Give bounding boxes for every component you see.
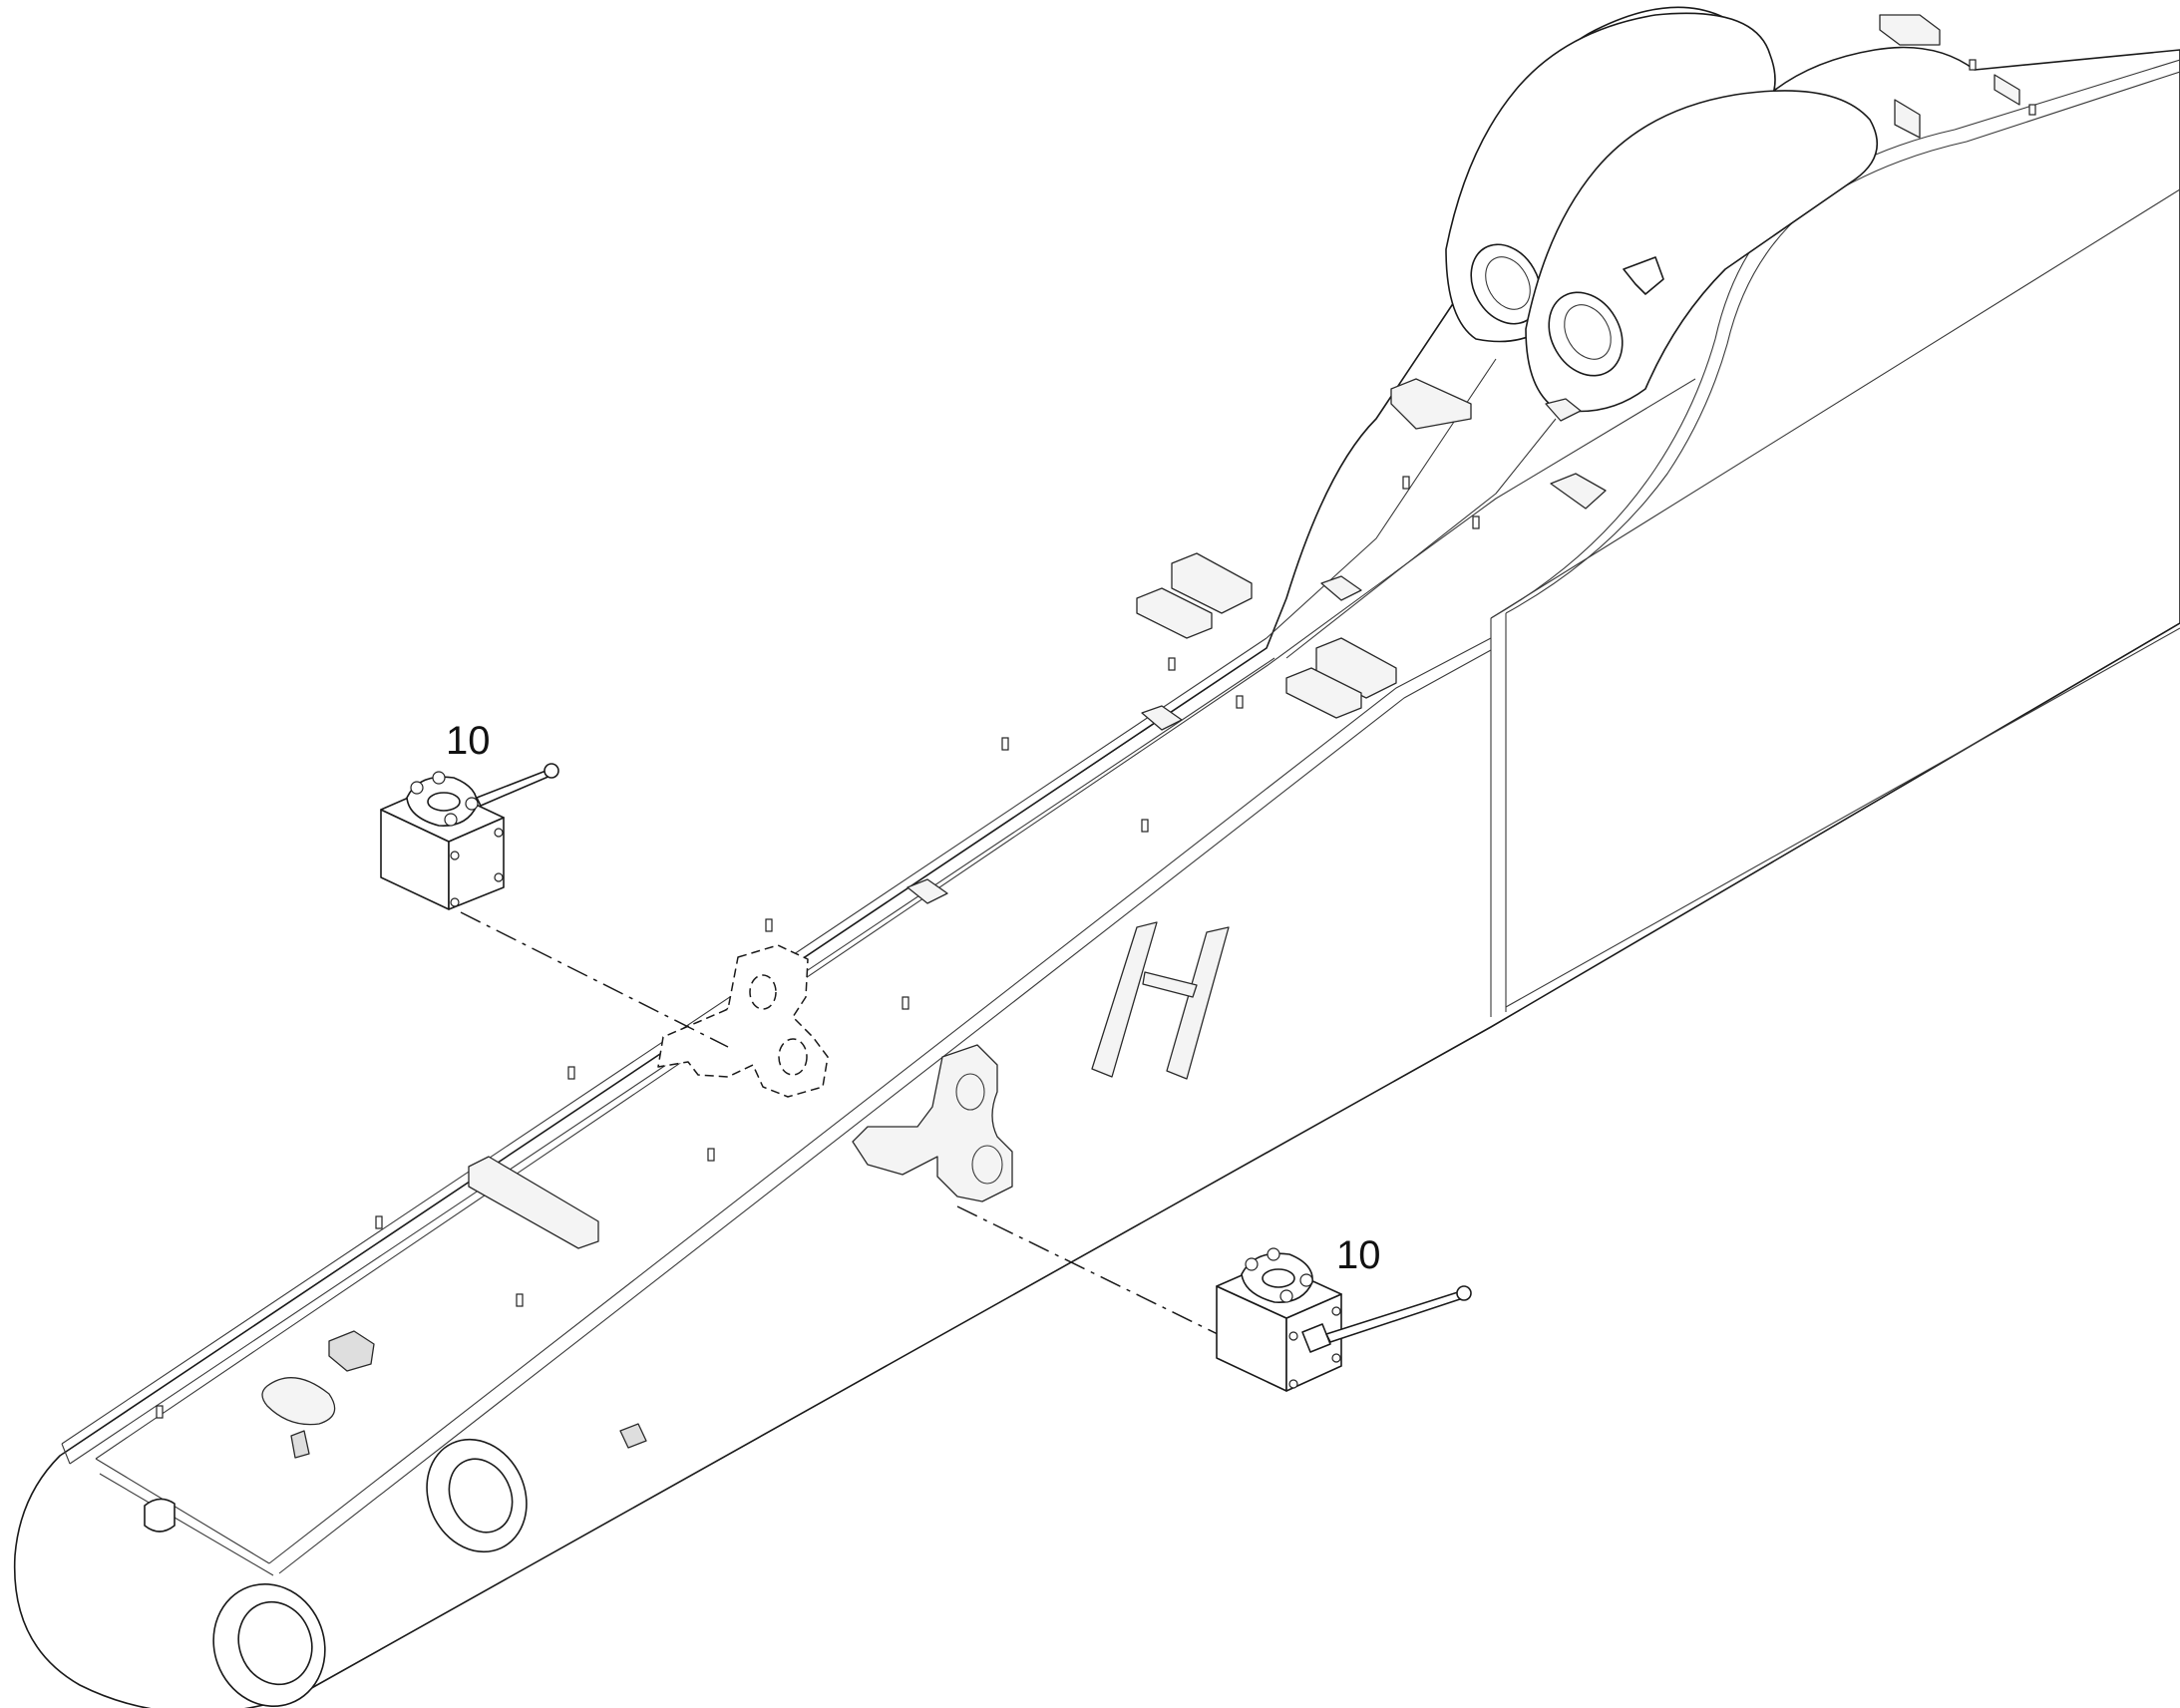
stud xyxy=(1141,819,1149,833)
boom-side-boss-inner xyxy=(448,1458,514,1534)
valve-bolt xyxy=(1267,1247,1280,1261)
stud xyxy=(567,1066,575,1080)
stud xyxy=(765,918,773,932)
pad xyxy=(1994,74,2020,106)
h-bracket-left-bar xyxy=(1091,921,1158,1078)
stud xyxy=(1236,695,1244,709)
boom-assembly xyxy=(13,6,2180,1708)
nose-stub xyxy=(144,1498,176,1533)
mounting-plate-bore xyxy=(971,1145,1003,1185)
stud xyxy=(902,996,909,1010)
valve-bolt xyxy=(1279,1289,1293,1303)
mounting-plate-hidden-bore xyxy=(749,974,777,1010)
valve-port xyxy=(427,792,461,812)
valve-assembly-lower xyxy=(1216,1247,1472,1392)
valve-screw xyxy=(494,872,504,882)
valve-screw xyxy=(1288,1379,1298,1389)
lug-bracket xyxy=(1623,256,1664,295)
valve-screw xyxy=(1331,1306,1341,1316)
studs xyxy=(156,59,2036,1419)
h-bracket xyxy=(1091,921,1230,1080)
small-block xyxy=(328,1330,375,1372)
valve-screw xyxy=(1288,1331,1298,1341)
valve-bolt xyxy=(410,781,424,795)
boom-deck-near-edge xyxy=(268,637,1492,1564)
pad xyxy=(1285,667,1362,719)
boom-box-seam xyxy=(1490,613,1507,1017)
valve-handle xyxy=(476,769,551,807)
small-clip xyxy=(619,1423,647,1449)
strip-plate xyxy=(468,1156,599,1249)
pad xyxy=(1171,552,1253,614)
boom-outline xyxy=(13,6,2180,1708)
pad xyxy=(1894,99,1921,139)
pad xyxy=(907,878,948,904)
boom-lug-left-bore-inner xyxy=(1485,256,1531,310)
boom-box-right xyxy=(1490,188,2180,1008)
stud xyxy=(156,1405,164,1419)
valve-screw xyxy=(450,851,460,860)
pad xyxy=(1879,14,1941,46)
stud xyxy=(1001,737,1009,751)
stud xyxy=(1472,515,1480,529)
valve-handle-knob xyxy=(1456,1285,1472,1301)
small-clip xyxy=(290,1430,310,1459)
boom-upper-deck xyxy=(1266,358,1557,659)
boom-deck-end xyxy=(95,1458,274,1576)
callout-label-lower: 10 xyxy=(1336,1233,1381,1277)
valve-stem-boss xyxy=(1301,1323,1331,1353)
assembly-centerline-upper xyxy=(460,911,729,1048)
valve-screw xyxy=(494,828,504,838)
stud xyxy=(1969,59,1977,71)
valve-bolt xyxy=(1299,1273,1313,1287)
valve-bolt xyxy=(465,797,479,811)
stud xyxy=(375,1215,383,1229)
valve-assembly-upper xyxy=(380,763,559,910)
stud xyxy=(516,1293,524,1307)
stud xyxy=(1402,476,1410,490)
valve-bolt xyxy=(1245,1257,1259,1271)
stud xyxy=(2028,104,2036,116)
valve-bolt xyxy=(432,771,446,785)
pad xyxy=(1320,575,1362,601)
valve-bolt xyxy=(444,813,458,827)
oval-plate xyxy=(261,1377,336,1426)
mounting-plate-hidden-bore xyxy=(778,1038,808,1076)
stud xyxy=(707,1148,715,1162)
boom-lug-right-bore-inner xyxy=(1564,304,1612,360)
callout-label-upper: 10 xyxy=(446,719,491,763)
valve-screw xyxy=(450,897,460,907)
deck-pads xyxy=(261,14,2020,1459)
pad xyxy=(1545,398,1582,422)
pad xyxy=(1390,378,1472,430)
pad xyxy=(1136,587,1213,639)
stud xyxy=(1168,657,1176,671)
boom-upper-deck-right-2 xyxy=(1505,71,2180,614)
valve-handle xyxy=(1325,1290,1464,1343)
pad xyxy=(1550,473,1607,510)
assembly-centerline-lower xyxy=(956,1205,1223,1337)
mounting-plate-bore xyxy=(955,1073,985,1111)
h-bracket-right-bar xyxy=(1166,926,1230,1080)
valve-screw xyxy=(1331,1353,1341,1363)
h-bracket-cross xyxy=(1142,971,1198,998)
boom-deck-near-edge-2 xyxy=(278,649,1492,1574)
boom-nose-bore-inner xyxy=(237,1600,313,1686)
pad xyxy=(1141,705,1183,731)
valve-handle-knob xyxy=(544,763,559,779)
valve-port xyxy=(1262,1268,1295,1288)
